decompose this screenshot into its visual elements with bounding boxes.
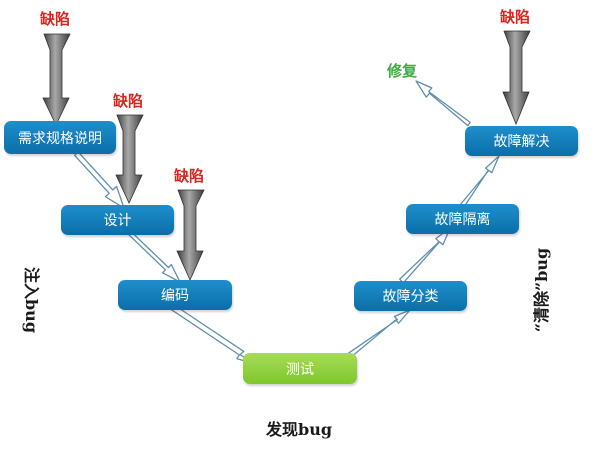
defect-label-3: 缺陷 — [174, 167, 205, 185]
defect-label-1: 缺陷 — [40, 10, 71, 28]
step-coding-label: 编码 — [161, 288, 189, 304]
step-fault-classification: 故障分类 — [354, 281, 467, 311]
flow-arrow-resolution-to-fix — [415, 80, 471, 127]
step-fault-isolation: 故障隔离 — [406, 204, 519, 234]
step-requirements: 需求规格说明 — [4, 121, 116, 154]
step-design: 设计 — [61, 205, 174, 235]
clear-bug-label: “清除”bug — [532, 247, 552, 333]
step-fault-resolution-label: 故障解决 — [493, 134, 550, 150]
step-coding: 编码 — [118, 280, 232, 310]
flow-arrow-testing-to-classification — [347, 309, 411, 358]
defect-arrow-1 — [42, 33, 71, 126]
inject-bug-label: 注入bug — [22, 266, 42, 334]
flow-arrow-requirements-to-design — [73, 151, 125, 209]
defect-arrow-2 — [115, 114, 144, 204]
flow-arrow-coding-to-testing — [170, 304, 256, 365]
flow-arrow-design-to-coding — [122, 226, 181, 283]
defect-arrow-3 — [176, 189, 205, 281]
step-requirements-label: 需求规格说明 — [18, 130, 102, 147]
step-fault-resolution: 故障解决 — [465, 126, 578, 156]
defect-arrow-4 — [502, 30, 531, 126]
step-fault-isolation-label: 故障隔离 — [434, 212, 491, 228]
flow-arrow-classification-to-isolation — [399, 227, 451, 284]
step-design-label: 设计 — [103, 213, 132, 229]
defect-label-2: 缺陷 — [113, 92, 144, 110]
step-testing: 测试 — [243, 353, 357, 384]
discover-bug-label: 发现bug — [266, 420, 333, 439]
flow-arrow-isolation-to-resolution — [459, 155, 500, 208]
step-fault-classification-label: 故障分类 — [382, 289, 439, 305]
fix-label: 修复 — [387, 62, 418, 80]
defect-label-4: 缺陷 — [500, 8, 531, 26]
step-testing-label: 测试 — [286, 361, 314, 378]
